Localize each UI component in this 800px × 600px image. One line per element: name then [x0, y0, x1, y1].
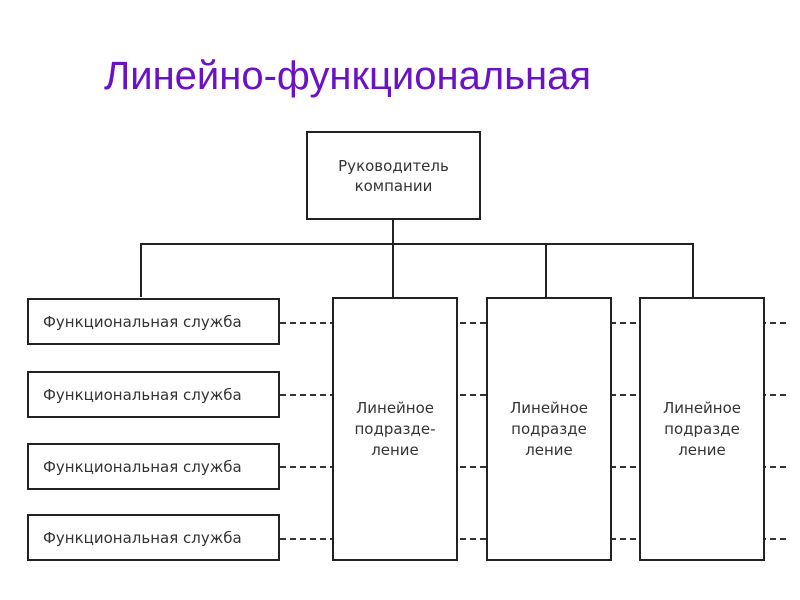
connector-drop-line-2: [545, 243, 547, 297]
line-unit-box: Линейное подразде- ление: [332, 297, 458, 561]
line-unit-label: Линейное подразде ление: [509, 398, 589, 459]
company-head-box: Руководитель компании: [306, 131, 481, 220]
functional-service-box: Функциональная служба: [27, 371, 280, 418]
functional-service-label: Функциональная служба: [43, 385, 242, 404]
functional-service-label: Функциональная служба: [43, 528, 242, 547]
line-unit-label: Линейное подразде- ление: [354, 398, 436, 459]
line-unit-label: Линейное подразде ление: [662, 398, 742, 459]
functional-service-box: Функциональная служба: [27, 443, 280, 490]
functional-service-box: Функциональная служба: [27, 298, 280, 345]
connector-drop-functional: [140, 243, 142, 297]
functional-service-box: Функциональная служба: [27, 514, 280, 561]
connector-bus-horizontal: [140, 243, 694, 245]
head-connector-vertical: [392, 220, 394, 244]
connector-drop-line-3: [692, 243, 694, 297]
line-unit-box: Линейное подразде ление: [639, 297, 765, 561]
functional-service-label: Функциональная служба: [43, 457, 242, 476]
slide-title: Линейно-функциональная: [104, 54, 591, 98]
functional-service-label: Функциональная служба: [43, 312, 242, 331]
connector-drop-line-1: [392, 243, 394, 297]
company-head-label: Руководитель компании: [338, 156, 449, 195]
line-unit-box: Линейное подразде ление: [486, 297, 612, 561]
